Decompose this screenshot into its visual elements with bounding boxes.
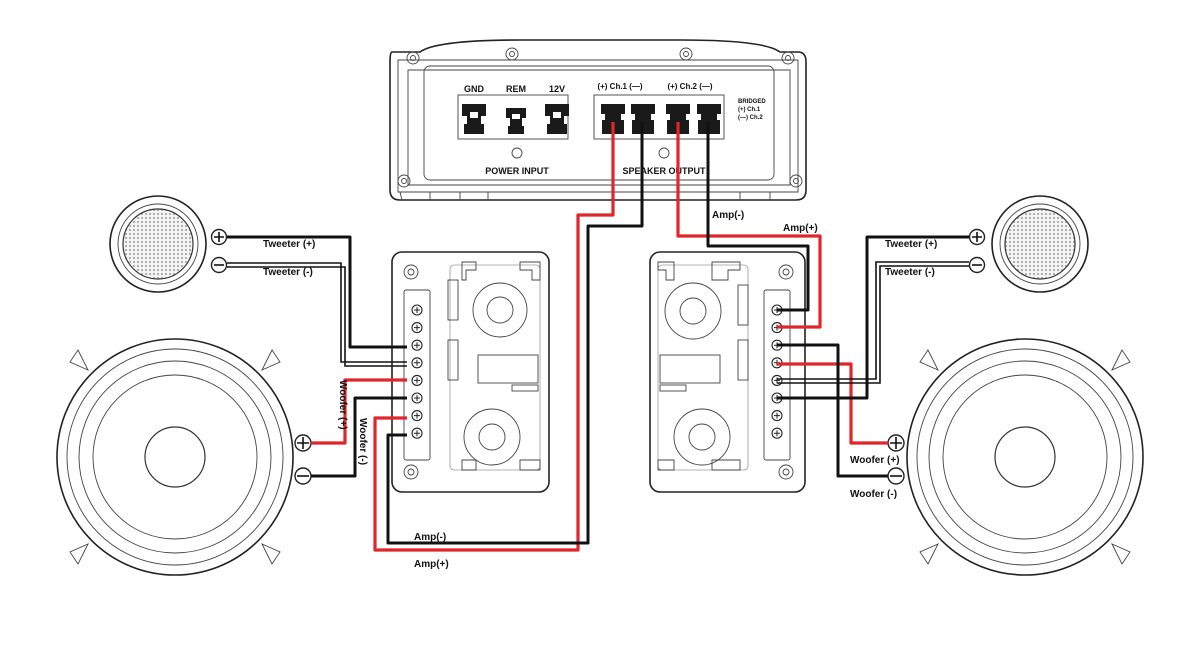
right-woofer	[887, 338, 1144, 576]
wire-right-tweeter-minus	[777, 261, 969, 380]
wire-left-tweeter-plus	[227, 235, 407, 349]
amplifier: GND REM 12V POWER INPUT (+) Ch.1 (—) (+)…	[389, 39, 807, 201]
left-crossover	[391, 251, 550, 493]
screw-slot	[414, 377, 420, 384]
screw-slot	[414, 430, 420, 437]
label-left-amp-minus: Amp(-)	[414, 532, 446, 543]
wire-labels: Tweeter (+) Tweeter (-) Woofer (+) Woofe…	[263, 210, 937, 570]
wire-right-woofer-minus	[777, 343, 888, 478]
label-right-tweeter-plus: Tweeter (+)	[885, 239, 937, 250]
wire-right-woofer-plus	[777, 362, 888, 445]
rem-label: REM	[506, 84, 526, 94]
bridged-minus-label: (—) Ch.2	[738, 115, 763, 121]
right-crossover	[649, 251, 806, 493]
screw-slot	[414, 324, 420, 331]
screw-slot	[414, 395, 420, 401]
label-left-woofer-plus: Woofer (+)	[337, 380, 348, 430]
ch2-label: (+) Ch.2 (—)	[667, 82, 712, 91]
right-tweeter	[968, 195, 1089, 293]
wires	[227, 122, 969, 552]
power-terminal-rem[interactable]	[506, 108, 526, 134]
power-terminal-12v[interactable]	[545, 104, 569, 134]
speaker-terminal-ch1-minus[interactable]	[631, 104, 655, 134]
wire-right-amp-minus	[706, 122, 810, 312]
left-tweeter	[109, 195, 228, 293]
bridged-plus-label: (+) Ch.1	[738, 107, 761, 113]
wire-right-amp-plus	[676, 122, 822, 329]
label-left-tweeter-plus: Tweeter (+)	[263, 239, 315, 250]
label-right-tweeter-minus: Tweeter (-)	[885, 267, 935, 278]
speaker-terminal-ch2-plus[interactable]	[666, 104, 690, 134]
left-terminal-block	[411, 304, 423, 439]
screw-slot	[774, 430, 780, 437]
wire-left-woofer-plus	[311, 378, 407, 445]
label-left-amp-plus: Amp(+)	[414, 559, 449, 570]
ch1-label: (+) Ch.1 (—)	[597, 82, 642, 91]
label-right-woofer-plus: Woofer (+)	[850, 455, 900, 466]
label-left-woofer-minus: Woofer (-)	[357, 418, 368, 465]
bridged-label: BRIDGED	[738, 99, 766, 105]
power-terminal-gnd[interactable]	[462, 104, 486, 134]
wire-right-tweeter-plus	[777, 235, 969, 400]
screw-slot	[414, 359, 420, 366]
wire-left-amp-plus	[373, 122, 615, 552]
left-woofer	[56, 338, 312, 576]
speaker-terminal-ch1-plus[interactable]	[601, 104, 625, 134]
wire-left-amp-minus	[386, 122, 644, 545]
screw-slot	[414, 307, 420, 313]
screw-slot	[414, 342, 420, 349]
label-right-woofer-minus: Woofer (-)	[850, 489, 897, 500]
12v-label: 12V	[549, 84, 565, 94]
label-right-amp-plus: Amp(+)	[783, 223, 818, 234]
screw-slot	[774, 412, 780, 419]
screw-slot	[414, 412, 420, 419]
wire-left-tweeter-minus	[227, 262, 407, 363]
label-right-amp-minus: Amp(-)	[712, 210, 744, 221]
power-input-title: POWER INPUT	[485, 166, 549, 176]
wire-left-woofer-minus	[311, 396, 407, 478]
speaker-output-title: SPEAKER OUTPUT	[622, 166, 706, 176]
label-left-tweeter-minus: Tweeter (-)	[263, 267, 313, 278]
gnd-label: GND	[464, 84, 485, 94]
speaker-terminal-ch2-minus[interactable]	[697, 104, 721, 134]
